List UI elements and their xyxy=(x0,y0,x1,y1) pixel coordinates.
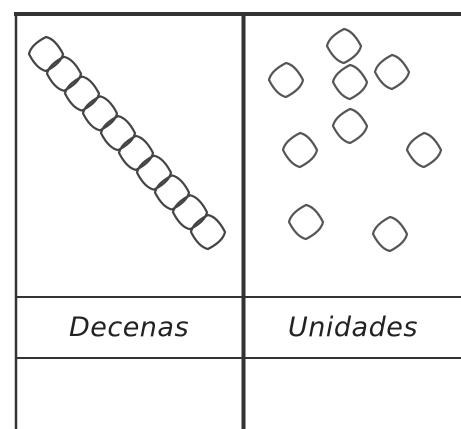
rod-cube xyxy=(47,57,81,91)
rod-cube xyxy=(83,96,117,130)
unit-cubes xyxy=(269,29,441,251)
unit-cube xyxy=(407,133,441,167)
rod-cube xyxy=(191,215,225,249)
rod-cube xyxy=(137,156,171,190)
unidades-answer-cell[interactable] xyxy=(245,360,461,426)
rod-cube xyxy=(29,37,63,71)
unit-cube xyxy=(283,133,317,167)
decenas-answer-cell[interactable] xyxy=(16,360,242,426)
rod-cube xyxy=(155,175,189,209)
rod-cube xyxy=(173,195,207,229)
unit-cube xyxy=(269,63,303,97)
unit-cube xyxy=(333,109,367,143)
unit-cube xyxy=(373,217,407,251)
rod-cube xyxy=(101,116,135,150)
rod-cube xyxy=(119,136,153,170)
tens-rod xyxy=(29,37,225,249)
rod-cube xyxy=(65,77,99,111)
unit-cube xyxy=(289,205,323,239)
unit-cube xyxy=(375,55,409,89)
unit-cube xyxy=(327,29,361,63)
decenas-header: Decenas xyxy=(16,300,242,356)
unit-cube xyxy=(333,65,367,99)
unidades-header: Unidades xyxy=(245,300,461,356)
